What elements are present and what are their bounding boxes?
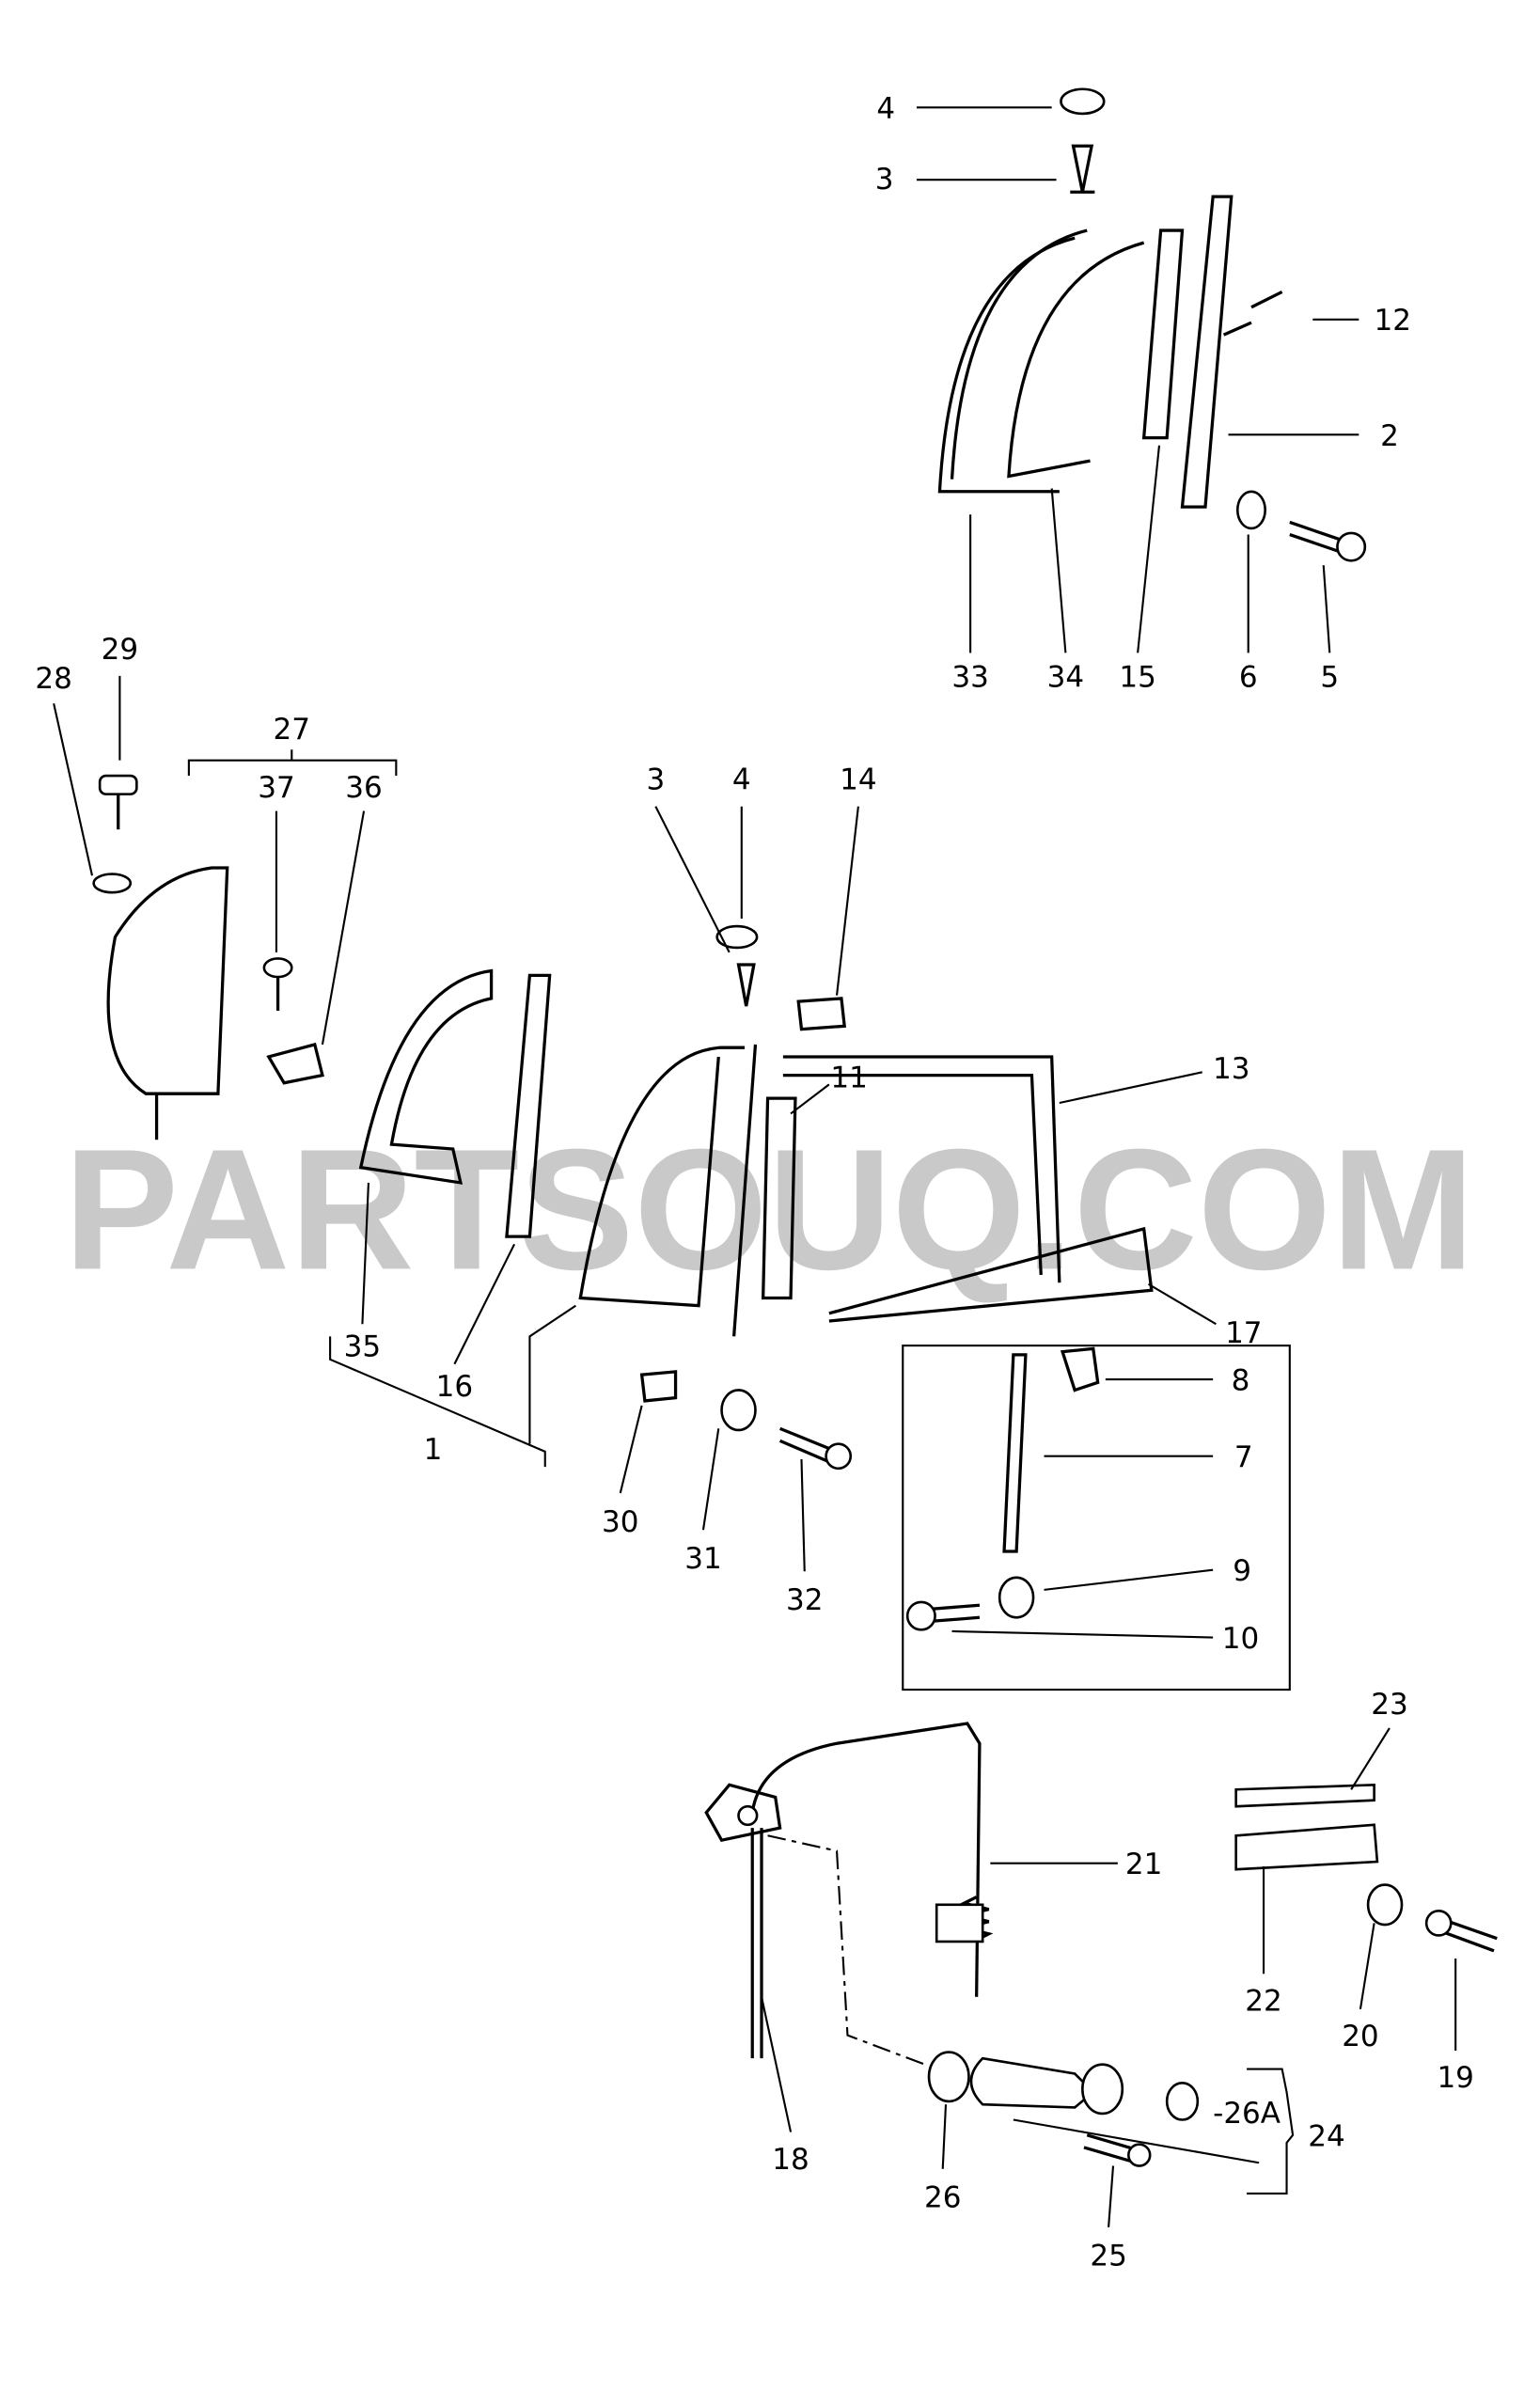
part-35-glass-frame <box>358 968 494 1185</box>
regulator-slider <box>935 1903 984 1943</box>
part-8-clip <box>1060 1346 1100 1392</box>
callout-26: 26 <box>924 2181 961 2215</box>
part-1-window-frame <box>578 1046 746 1308</box>
vent-window-assembly-group <box>53 675 1217 1572</box>
callout-25: 25 <box>1090 2240 1126 2273</box>
callout-4: 4 <box>876 92 895 126</box>
part-14-clip <box>796 997 847 1031</box>
part-27-vent-frame <box>106 866 229 1095</box>
callout-29: 29 <box>102 633 138 667</box>
part-12-screw <box>1222 290 1283 337</box>
part-23-strip <box>1234 1784 1375 1808</box>
part-9-washer <box>998 1576 1035 1619</box>
callout-24: 24 <box>1308 2119 1344 2153</box>
callout-17: 17 <box>1225 1316 1262 1350</box>
callout-9: 9 <box>1233 1554 1251 1588</box>
part-37-rivet <box>262 957 293 979</box>
callout-15: 15 <box>1119 660 1155 694</box>
callout-36: 36 <box>345 771 382 805</box>
callout-35: 35 <box>344 1330 381 1364</box>
callout-22: 22 <box>1245 1985 1281 2019</box>
callout-labels: 4 3 12 2 33 34 15 6 5 28 29 27 37 36 3 4… <box>35 92 1473 2273</box>
part-15-channel <box>1141 228 1185 440</box>
regulator-plate <box>704 1783 782 1843</box>
part-18-rod <box>750 1828 763 2059</box>
part-7-guide <box>1002 1353 1028 1553</box>
callout-13: 13 <box>1213 1052 1249 1086</box>
part-6-washer <box>1235 490 1266 530</box>
callout-18: 18 <box>772 2143 809 2177</box>
callout-28: 28 <box>35 662 71 696</box>
callout-3: 3 <box>646 763 665 797</box>
part-22-guide <box>1234 1823 1379 1871</box>
callout-19: 19 <box>1437 2061 1473 2095</box>
part-3-screw <box>1070 144 1095 194</box>
callout-37: 37 <box>258 771 294 805</box>
part-34-frame <box>1007 241 1145 479</box>
part-box <box>902 1345 1291 1691</box>
callout-1: 1 <box>424 1433 443 1467</box>
callout-3: 3 <box>875 163 894 197</box>
part-2-channel <box>1180 195 1234 509</box>
part-17-sill-strip <box>828 1226 1154 1323</box>
callout-6: 6 <box>1239 660 1258 694</box>
callout-31: 31 <box>684 1542 721 1576</box>
part-21-regulator-rod <box>750 1722 982 1997</box>
callout-8: 8 <box>1232 1363 1250 1397</box>
part-3-screw <box>736 963 756 1007</box>
part-28-washer <box>92 873 133 894</box>
callout-5: 5 <box>1320 660 1339 694</box>
boxed-parts-group <box>902 1345 1291 1691</box>
part-31-washer <box>720 1389 757 1432</box>
part-4-cap <box>1060 87 1106 116</box>
part-26a-bushing <box>1165 2081 1200 2121</box>
part-33-seal <box>937 236 1076 494</box>
callout-10: 10 <box>1222 1622 1259 1656</box>
part-11-seal <box>761 1096 797 1300</box>
part-32-bolt <box>778 1426 838 1466</box>
callout-4: 4 <box>732 763 751 797</box>
part-13-channel-seal <box>782 1055 1061 1283</box>
callout-14: 14 <box>840 763 876 797</box>
callout-2: 2 <box>1380 419 1399 453</box>
part-36-hinge <box>266 1042 324 1085</box>
part-29-knob <box>98 774 138 795</box>
window-regulator-group <box>704 1722 1498 2227</box>
part-5-bolt <box>1289 520 1344 555</box>
part-4-cap <box>715 924 759 950</box>
part-20-washer <box>1366 1883 1404 1927</box>
part-26-washer <box>927 2051 970 2103</box>
callout-20: 20 <box>1342 2020 1378 2053</box>
callout-12: 12 <box>1374 304 1410 338</box>
callout-21: 21 <box>1125 1848 1162 1881</box>
callout-33: 33 <box>951 660 988 694</box>
callout-11: 11 <box>830 1062 867 1095</box>
part-24-crank-handle <box>969 2056 1095 2109</box>
part-16-seal <box>505 973 552 1238</box>
callout-7: 7 <box>1234 1440 1253 1474</box>
callout-30: 30 <box>602 1505 638 1539</box>
callout-32: 32 <box>786 1583 823 1617</box>
callout-16: 16 <box>436 1370 473 1404</box>
upper-vent-window-group <box>916 87 1367 653</box>
watermark: PARTSOUQ.COM <box>64 1112 1474 1305</box>
callout-34: 34 <box>1047 660 1084 694</box>
callout-23: 23 <box>1371 1688 1407 1722</box>
callout-27: 27 <box>274 713 310 747</box>
callout-26a: -26A <box>1213 2097 1281 2131</box>
part-30-clip <box>639 1370 678 1403</box>
